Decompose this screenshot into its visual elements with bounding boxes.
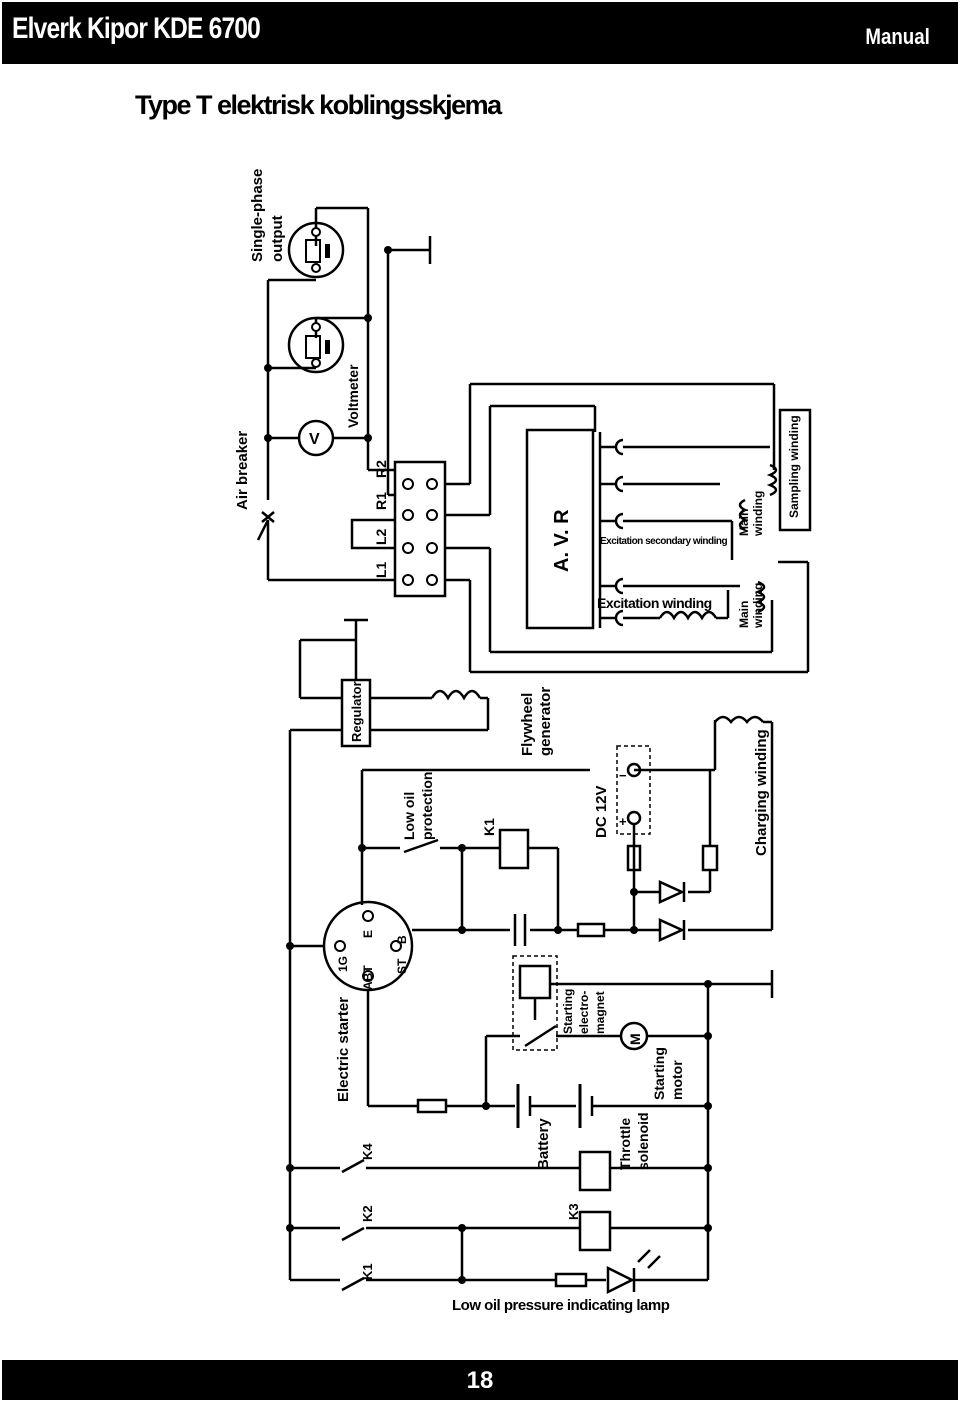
label-throttle-2: solenoid [635, 1112, 651, 1170]
label-single-phase: Single-phase [249, 169, 266, 262]
label-excitation-winding: Excitation winding [597, 595, 712, 611]
label-k4: K4 [360, 1143, 375, 1160]
label-starting-em-1: Starting [561, 989, 575, 1034]
label-k3: K3 [566, 1203, 581, 1220]
label-flywheel-1: Flywheel [519, 693, 536, 756]
label-starting-em-3: magnet [593, 991, 607, 1034]
label-low-oil-lamp: Low oil pressure indicating lamp [452, 1297, 670, 1314]
label-k1-relay: K1 [481, 818, 497, 836]
motor-symbol: M [627, 1033, 643, 1045]
label-k1-switch: K1 [360, 1263, 375, 1280]
label-k2: K2 [360, 1205, 375, 1222]
page-title: Type T elektrisk koblingsskjema [135, 90, 502, 120]
header-section: Manual [865, 24, 930, 49]
page-number: 18 [466, 1367, 494, 1394]
page-header: Elverk Kipor KDE 6700 Manual [2, 2, 958, 64]
header-title: Elverk Kipor KDE 6700 [12, 12, 261, 45]
label-r1: R1 [373, 492, 389, 510]
label-avr: A. V. R [551, 509, 573, 572]
label-main-winding-2: Main [737, 601, 751, 628]
label-charging-winding: Charging winding [753, 729, 770, 856]
label-starting-em-2: electro- [577, 991, 591, 1034]
voltmeter-symbol: V [309, 431, 320, 448]
label-flywheel-2: generator [537, 687, 554, 756]
label-l1: L1 [373, 561, 389, 578]
label-b: B [395, 935, 409, 944]
label-minus: − [619, 768, 627, 783]
label-starting-motor-2: motor [669, 1060, 685, 1100]
page-footer: 18 [2, 1360, 958, 1400]
label-throttle-1: Throttle [617, 1118, 633, 1170]
label-battery: Battery [535, 1118, 552, 1170]
label-main-winding-1b: winding [751, 491, 765, 537]
label-voltmeter: Voltmeter [345, 364, 361, 428]
label-electric-starter: Electric starter [335, 997, 352, 1102]
label-regulator: Regulator [349, 681, 364, 742]
label-st: ST [395, 958, 409, 974]
label-main-winding-2b: winding [751, 583, 765, 629]
label-dc12v: DC 12V [593, 785, 610, 838]
label-starting-motor-1: Starting [651, 1047, 667, 1100]
label-low-oil-1: Low oil [401, 792, 417, 840]
label-plus: + [619, 814, 627, 829]
label-output: output [269, 215, 286, 262]
label-r2: R2 [373, 460, 389, 478]
label-main-winding-1: Main [737, 509, 751, 536]
label-1g: 1G [336, 956, 350, 972]
label-sampling-winding: Sampling winding [787, 415, 801, 518]
label-l2: L2 [373, 528, 389, 545]
label-e: E [361, 930, 375, 938]
label-low-oil-2: protection [419, 772, 435, 840]
label-air-breaker: Air breaker [234, 431, 251, 510]
label-excitation-secondary: Excitation secondary winding [600, 536, 728, 547]
label-abt: ABT [361, 965, 375, 990]
